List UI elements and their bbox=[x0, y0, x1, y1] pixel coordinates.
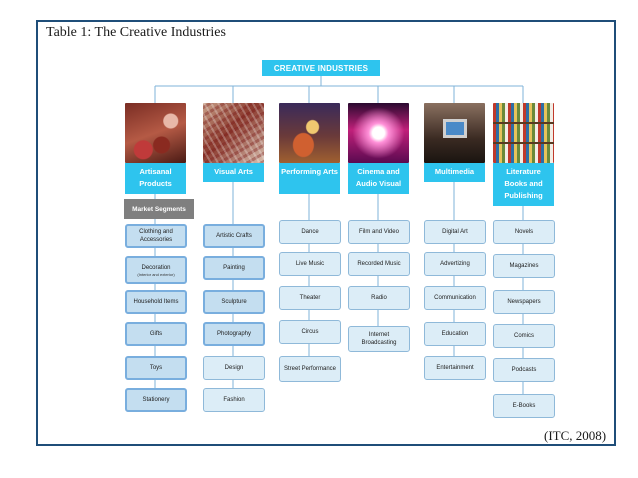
segment-design: Design bbox=[203, 356, 265, 380]
segment-street-performance: Street Performance bbox=[279, 356, 341, 382]
category-multimedia: Multimedia bbox=[424, 163, 485, 182]
artisanal-products-image bbox=[125, 103, 186, 163]
segment-magazines: Magazines bbox=[493, 254, 555, 278]
segment-podcasts: Podcasts bbox=[493, 358, 555, 382]
segment-film-video: Film and Video bbox=[348, 220, 410, 244]
segment-painting: Painting bbox=[203, 256, 265, 280]
cinema-audio-visual-image bbox=[348, 103, 409, 163]
segment-household-items: Household Items bbox=[125, 290, 187, 314]
multimedia-image bbox=[424, 103, 485, 163]
segment-sculpture: Sculpture bbox=[203, 290, 265, 314]
segment-novels: Novels bbox=[493, 220, 555, 244]
source-citation: (ITC, 2008) bbox=[544, 428, 607, 443]
segment-digital-art: Digital Art bbox=[424, 220, 486, 244]
category-cinema-audio-visual: Cinema and Audio Visual bbox=[348, 163, 409, 194]
segment-recorded-music: Recorded Music bbox=[348, 252, 410, 276]
category-visual-arts: Visual Arts bbox=[203, 163, 264, 182]
segment-stationery: Stationery bbox=[125, 388, 187, 412]
segment-comics: Comics bbox=[493, 324, 555, 348]
segment-gifts: Gifts bbox=[125, 322, 187, 346]
segment-newspapers: Newspapers bbox=[493, 290, 555, 314]
category-artisanal-products: Artisanal Products bbox=[125, 163, 186, 194]
segment-theater: Theater bbox=[279, 286, 341, 310]
market-segments-label: Market Segments bbox=[124, 199, 194, 219]
segment-clothing-accessories: Clothing and Accessories bbox=[125, 224, 187, 248]
literature-publishing-image bbox=[493, 103, 554, 163]
segment-entertainment: Entertainment bbox=[424, 356, 486, 380]
segment-education: Education bbox=[424, 322, 486, 346]
segment-radio: Radio bbox=[348, 286, 410, 310]
segment-toys: Toys bbox=[125, 356, 187, 380]
segment-dance: Dance bbox=[279, 220, 341, 244]
category-literature-books-publishing: Literature Books and Publishing bbox=[493, 163, 554, 206]
creative-industries-root: CREATIVE INDUSTRIES bbox=[262, 60, 380, 76]
segment-internet-broadcasting: Internet Broadcasting bbox=[348, 326, 410, 352]
segment-communication: Communication bbox=[424, 286, 486, 310]
segment-decoration: Decoration(Interior and exterior) bbox=[125, 256, 187, 284]
segment-circus: Circus bbox=[279, 320, 341, 344]
performing-arts-image bbox=[279, 103, 340, 163]
segment-advertizing: Advertizing bbox=[424, 252, 486, 276]
table-title: Table 1: The Creative Industries bbox=[46, 25, 226, 40]
visual-arts-image bbox=[203, 103, 264, 163]
category-performing-arts: Performing Arts bbox=[279, 163, 340, 194]
segment-live-music: Live Music bbox=[279, 252, 341, 276]
segment-e-books: E-Books bbox=[493, 394, 555, 418]
segment-photography: Photography bbox=[203, 322, 265, 346]
segment-artistic-crafts: Artistic Crafts bbox=[203, 224, 265, 248]
segment-fashion: Fashion bbox=[203, 388, 265, 412]
